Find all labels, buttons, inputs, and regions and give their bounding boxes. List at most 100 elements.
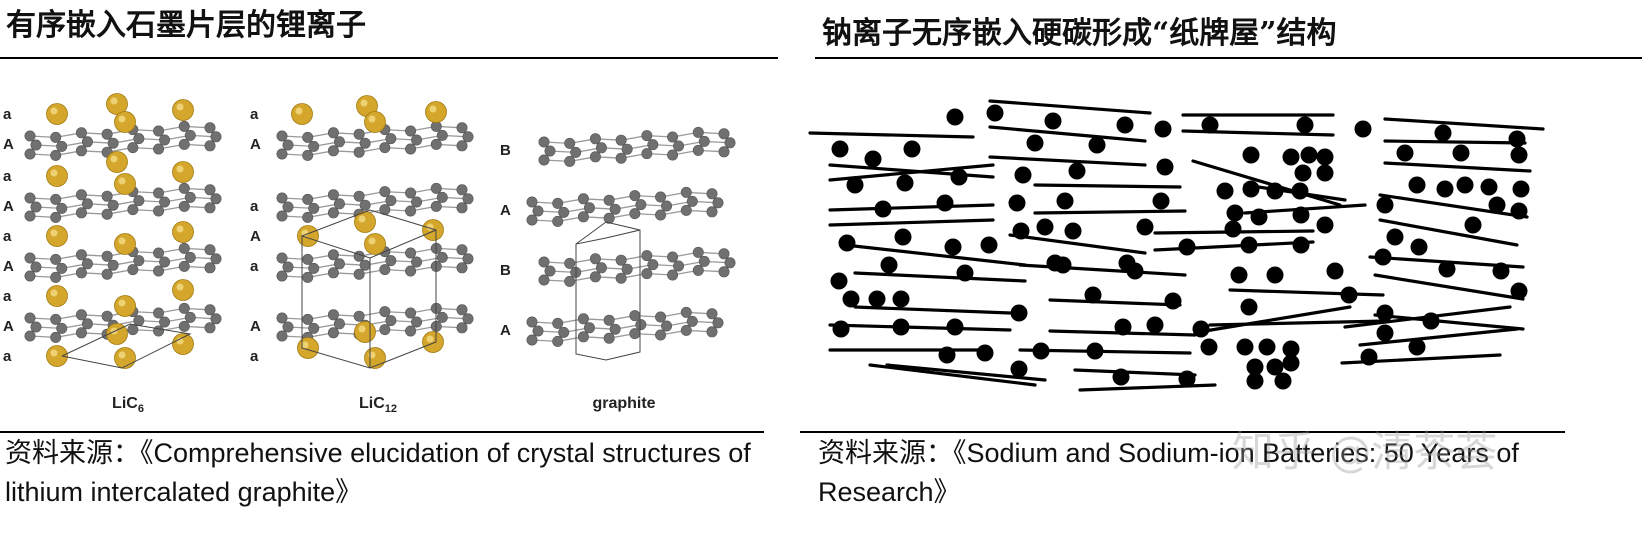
carbon-atom xyxy=(692,264,704,276)
structure-label: LiC12 xyxy=(359,395,397,415)
carbon-atom xyxy=(718,248,730,260)
sodium-ion xyxy=(956,264,974,282)
carbon-atom xyxy=(178,200,190,212)
lithium-atom xyxy=(364,347,386,369)
carbon-atom xyxy=(133,255,145,267)
layer-label: a xyxy=(3,348,12,365)
carbon-atom xyxy=(178,302,190,314)
carbon-sheet xyxy=(1358,327,1519,347)
carbon-atom xyxy=(655,191,667,203)
sodium-ion xyxy=(1422,312,1440,330)
carbon-atom xyxy=(706,308,718,320)
carbon-atom xyxy=(276,192,288,204)
carbon-atom xyxy=(107,137,119,149)
carbon-atom xyxy=(353,146,365,158)
lithium-atom xyxy=(114,233,136,255)
sodium-ion xyxy=(1316,148,1334,166)
carbon-atom xyxy=(583,202,595,214)
sodium-ion xyxy=(832,320,850,338)
carbon-atom xyxy=(302,211,314,223)
carbon-atom xyxy=(101,128,113,140)
carbon-atom xyxy=(159,316,171,328)
carbon-atom xyxy=(532,325,544,337)
carbon-atom xyxy=(153,325,165,337)
sodium-ion xyxy=(1386,228,1404,246)
sodium-ion xyxy=(986,104,1004,122)
sodium-ion xyxy=(1508,130,1526,148)
carbon-atom xyxy=(24,192,36,204)
lithium-atom xyxy=(354,321,376,343)
carbon-atom xyxy=(359,199,371,211)
sodium-ion xyxy=(1178,238,1196,256)
carbon-atom xyxy=(302,149,314,161)
lithium-atom xyxy=(114,173,136,195)
layer-label: A xyxy=(500,322,511,339)
sodium-ion xyxy=(1088,136,1106,154)
sodium-ion xyxy=(842,290,860,308)
carbon-atom xyxy=(333,258,345,270)
layer-label: a xyxy=(250,198,259,215)
carbon-sheet xyxy=(868,363,1037,387)
carbon-atom xyxy=(686,195,698,207)
carbon-sheet xyxy=(853,271,1027,283)
carbon-atom xyxy=(577,193,589,205)
carbon-atom xyxy=(718,266,730,278)
carbon-atom xyxy=(302,313,314,325)
carbon-atom xyxy=(430,138,442,150)
layer-label: a xyxy=(250,258,259,275)
lithium-atom xyxy=(172,221,194,243)
sodium-ion xyxy=(1116,116,1134,134)
sodium-ion xyxy=(1112,368,1130,386)
sodium-ion xyxy=(903,140,921,158)
sodium-ion xyxy=(892,318,910,336)
carbon-atom xyxy=(308,262,320,274)
sodium-ion xyxy=(1114,318,1132,336)
lithium-atom xyxy=(114,347,136,369)
layer-label: a xyxy=(3,288,12,305)
right-bottom-rule xyxy=(800,431,1565,433)
lithium-atom xyxy=(364,111,386,133)
sodium-ion xyxy=(1274,372,1292,390)
carbon-atom xyxy=(436,129,448,141)
carbon-atom xyxy=(276,252,288,264)
carbon-atom xyxy=(724,137,736,149)
carbon-atom xyxy=(204,322,216,334)
carbon-atom xyxy=(159,134,171,146)
carbon-sheet xyxy=(1373,273,1525,301)
structure-label: graphite xyxy=(592,395,655,412)
carbon-atom xyxy=(24,312,36,324)
sodium-ion xyxy=(946,318,964,336)
sodium-ion xyxy=(1056,192,1074,210)
sodium-ion xyxy=(1488,196,1506,214)
carbon-sheet xyxy=(1008,233,1147,255)
carbon-atom xyxy=(405,205,417,217)
carbon-atom xyxy=(538,136,550,148)
lithium-highlight xyxy=(118,237,126,245)
carbon-atom xyxy=(159,256,171,268)
sodium-ion xyxy=(1291,182,1309,200)
carbon-atom xyxy=(589,253,601,265)
carbon-atom xyxy=(30,139,42,151)
sodium-ion xyxy=(938,346,956,364)
carbon-atom xyxy=(436,311,448,323)
carbon-atom xyxy=(462,131,474,143)
carbon-atom xyxy=(153,205,165,217)
carbon-atom xyxy=(558,326,570,338)
lithium-atom xyxy=(172,161,194,183)
lithium-highlight xyxy=(358,215,366,223)
carbon-atom xyxy=(673,260,685,272)
carbon-atom xyxy=(75,249,87,261)
carbon-atom xyxy=(544,265,556,277)
carbon-atom xyxy=(385,133,397,145)
sodium-ion xyxy=(1044,112,1062,130)
sodium-ion xyxy=(874,200,892,218)
carbon-atom xyxy=(577,313,589,325)
carbon-atom xyxy=(456,262,468,274)
lithium-highlight xyxy=(301,341,309,349)
carbon-atom xyxy=(405,247,417,259)
lithium-highlight xyxy=(368,115,376,123)
lithium-highlight xyxy=(176,165,184,173)
lithium-highlight xyxy=(110,97,118,105)
carbon-atom xyxy=(276,130,288,142)
sodium-ion xyxy=(1326,262,1344,280)
